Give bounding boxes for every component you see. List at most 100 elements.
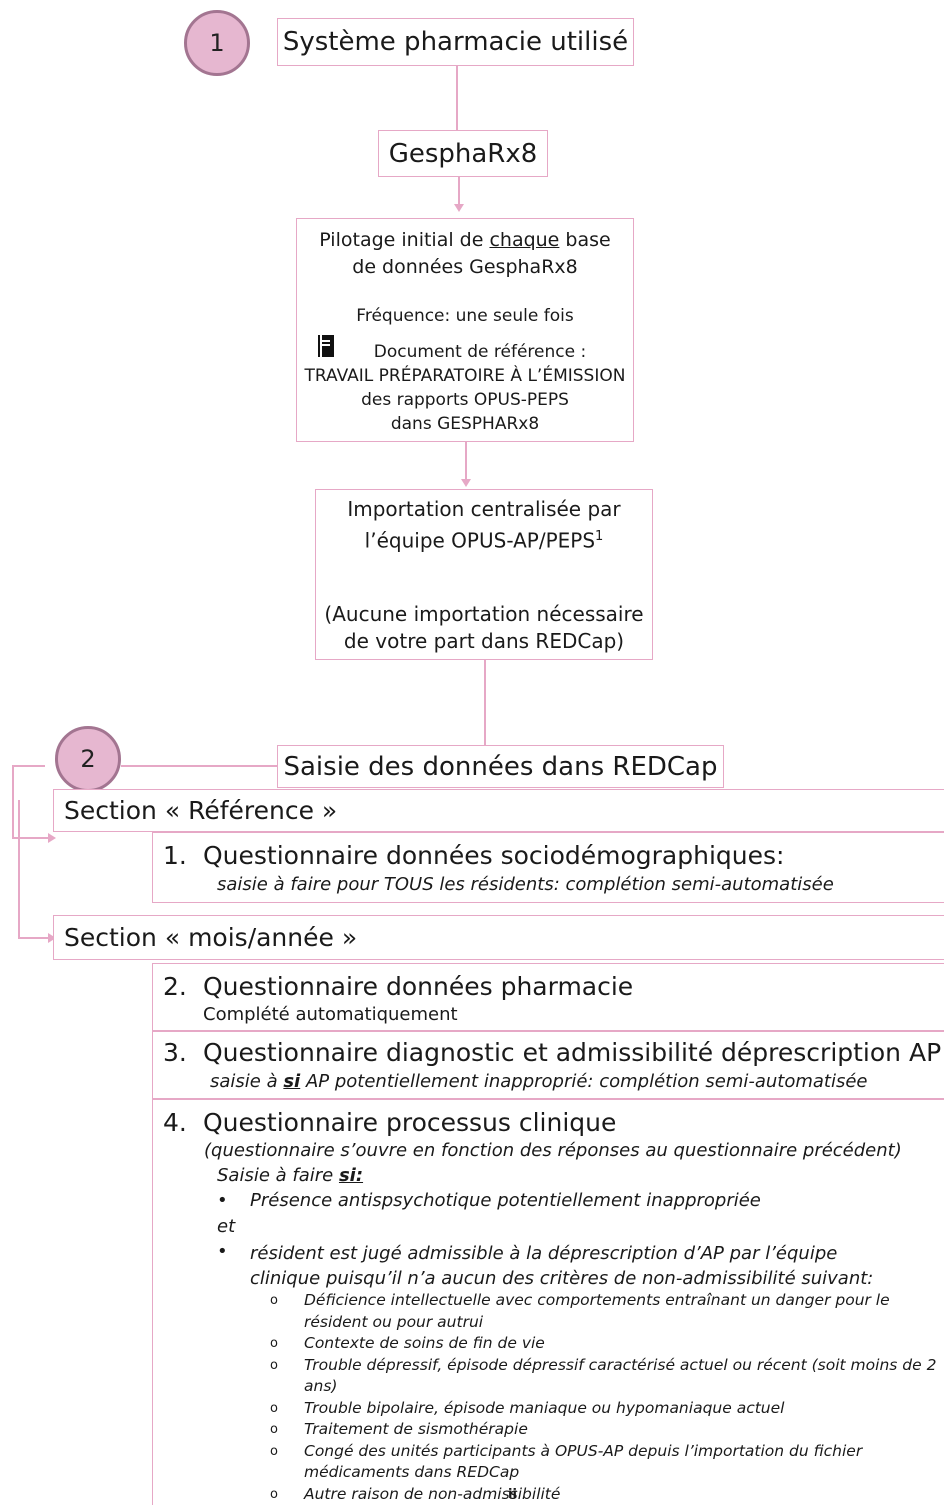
criteria-item: o Déficience intellectuelle avec comporte… bbox=[270, 1290, 944, 1333]
pilot-frequency: Fréquence: une seule fois bbox=[356, 306, 574, 326]
pharmacy-system-title: Système pharmacie utilisé bbox=[282, 27, 629, 57]
questionnaire-4-box: 4. Questionnaire processus clinique (ques… bbox=[152, 1099, 944, 1505]
connector-line bbox=[121, 765, 277, 767]
footnote-marker: ii bbox=[508, 1487, 517, 1502]
sub-bullet-mark: o bbox=[270, 1293, 278, 1308]
pilot-heading-part: base bbox=[559, 229, 611, 251]
questionnaire-1-box: 1. Questionnaire données sociodémographiq… bbox=[152, 832, 944, 903]
arrow-head bbox=[454, 204, 464, 212]
questionnaire-2-number: 2. bbox=[163, 972, 187, 1001]
arrow-head bbox=[461, 479, 471, 487]
questionnaire-2-sub: Complété automatiquement bbox=[203, 1004, 458, 1025]
sub-bullet-mark: o bbox=[270, 1357, 278, 1373]
redcap-entry-title: Saisie des données dans REDCap bbox=[283, 751, 718, 782]
pilot-doc-label: Document de référence : bbox=[373, 342, 587, 362]
questionnaire-1-number: 1. bbox=[163, 841, 187, 870]
questionnaire-4-bullet-1: Présence antispsychotique potentiellemen… bbox=[250, 1190, 761, 1211]
pilot-heading: Pilotage initial de chaque base de donné… bbox=[297, 227, 633, 281]
connector-line bbox=[18, 937, 49, 939]
arrow-head bbox=[48, 933, 56, 943]
questionnaire-4-saisie-si: si: bbox=[338, 1165, 364, 1186]
sub-bullet-mark: o bbox=[270, 1486, 278, 1502]
pilot-doc-line2: des rapports OPUS-PEPS bbox=[361, 390, 569, 410]
import-line1: Importation centralisée par bbox=[347, 497, 621, 521]
questionnaire-3-number: 3. bbox=[163, 1038, 187, 1067]
pilot-heading-line2: de données GesphaRx8 bbox=[352, 256, 578, 278]
document-icon bbox=[318, 335, 334, 357]
step-2-number: 2 bbox=[80, 745, 96, 773]
section-reference-label: Section « Référence » bbox=[64, 796, 338, 825]
questionnaire-4-saisie: Saisie à faire si: bbox=[217, 1165, 363, 1186]
connector-line bbox=[12, 765, 14, 837]
questionnaire-4-note: (questionnaire s’ouvre en fonction des r… bbox=[204, 1140, 902, 1161]
pilot-doc-line1: TRAVAIL PRÉPARATOIRE À L’ÉMISSION bbox=[304, 366, 626, 386]
criteria-item: o Trouble bipolaire, épisode maniaque ou … bbox=[270, 1398, 944, 1420]
criteria-item: o Contexte de soins de fin de vie bbox=[270, 1333, 944, 1355]
bullet-2-line: clinique puisqu’il n’a aucun des critère… bbox=[250, 1268, 874, 1289]
gespharx8-box: GesphaRx8 bbox=[378, 130, 548, 177]
section-month-label: Section « mois/année » bbox=[64, 923, 358, 952]
connector-line bbox=[465, 442, 467, 480]
pilot-heading-part: Pilotage initial de bbox=[319, 229, 490, 251]
questionnaire-3-title: Questionnaire diagnostic et admissibilit… bbox=[203, 1038, 942, 1067]
questionnaire-3-sub-part: AP potentiellement inapproprié: compléti… bbox=[300, 1071, 868, 1092]
questionnaire-2-box: 2. Questionnaire données pharmacie Complé… bbox=[152, 963, 944, 1031]
bullet-mark: • bbox=[217, 1190, 228, 1211]
pilot-doc-line3: dans GESPHARx8 bbox=[390, 414, 540, 434]
questionnaire-4-number: 4. bbox=[163, 1108, 187, 1137]
arrow-head bbox=[48, 833, 56, 843]
import-line2: l’équipe OPUS-AP/PEPS bbox=[364, 528, 596, 553]
pilot-box: Pilotage initial de chaque base de donné… bbox=[296, 218, 634, 442]
redcap-entry-box: Saisie des données dans REDCap bbox=[277, 745, 724, 788]
criteria-text: Congé des unités participants à OPUS-AP … bbox=[304, 1441, 863, 1482]
connector-line bbox=[456, 66, 458, 130]
import-line2-wrap: l’équipe OPUS-AP/PEPS1 bbox=[316, 523, 652, 555]
questionnaire-3-title-row: 3. Questionnaire diagnostic et admissibil… bbox=[163, 1038, 941, 1068]
questionnaire-3-sub: saisie à si AP potentiellement inappropr… bbox=[210, 1071, 868, 1092]
criteria-item: o Trouble dépressif, épisode dépressif ca… bbox=[270, 1355, 944, 1398]
connector-line bbox=[458, 177, 460, 205]
sub-bullet-mark: o bbox=[270, 1336, 278, 1351]
criteria-item: o Traitement de sismothérapie bbox=[270, 1419, 944, 1441]
questionnaire-4-title-row: 4. Questionnaire processus clinique bbox=[163, 1108, 616, 1138]
criteria-text: Traitement de sismothérapie bbox=[304, 1420, 528, 1438]
questionnaire-1-title-row: 1. Questionnaire données sociodémographiq… bbox=[163, 841, 784, 871]
questionnaire-1-title: Questionnaire données sociodémographique… bbox=[203, 841, 785, 870]
footnote-sup: 1 bbox=[595, 529, 604, 544]
connector-line bbox=[484, 660, 486, 745]
pilot-heading-underlined: chaque bbox=[489, 229, 560, 251]
sub-bullet-mark: o bbox=[270, 1422, 278, 1437]
criteria-text: Contexte de soins de fin de vie bbox=[304, 1334, 545, 1352]
import-line4: de votre part dans REDCap) bbox=[343, 629, 625, 653]
bullet-2-line: résident est jugé admissible à la dépres… bbox=[250, 1243, 838, 1264]
criteria-text: Autre raison de non-admissibilité bbox=[304, 1484, 561, 1503]
bullet-mark: • bbox=[217, 1241, 228, 1262]
step-1-badge: 1 bbox=[184, 10, 250, 76]
questionnaire-4-title: Questionnaire processus clinique bbox=[203, 1108, 617, 1137]
import-line3: (Aucune importation nécessaire bbox=[324, 602, 644, 626]
questionnaire-2-title: Questionnaire données pharmacie bbox=[203, 972, 634, 1001]
criteria-text: Trouble dépressif, épisode dépressif car… bbox=[304, 1355, 937, 1396]
section-month: Section « mois/année » bbox=[53, 915, 944, 960]
step-2-badge: 2 bbox=[55, 726, 121, 792]
sub-bullet-mark: o bbox=[270, 1443, 278, 1459]
questionnaire-1-sub: saisie à faire pour TOUS les résidents: … bbox=[217, 874, 834, 895]
connector-line bbox=[18, 800, 20, 938]
sub-bullet-mark: o bbox=[270, 1400, 278, 1416]
questionnaire-4-saisie-part: Saisie à faire bbox=[217, 1165, 339, 1186]
questionnaire-4-bullet-2: résident est jugé admissible à la dépres… bbox=[250, 1241, 873, 1291]
criteria-item: o Autre raison de non-admissibilité bbox=[270, 1484, 944, 1505]
section-reference: Section « Référence » bbox=[53, 789, 944, 832]
questionnaire-3-sub-part: saisie à bbox=[210, 1071, 284, 1092]
connector-line bbox=[12, 765, 45, 767]
questionnaire-2-title-row: 2. Questionnaire données pharmacie bbox=[163, 972, 633, 1002]
questionnaire-4-et: et bbox=[217, 1216, 236, 1237]
questionnaire-3-box: 3. Questionnaire diagnostic et admissibil… bbox=[152, 1031, 944, 1099]
gespharx8-title: GesphaRx8 bbox=[388, 138, 538, 169]
criteria-item: o Congé des unités participants à OPUS-AP… bbox=[270, 1441, 944, 1484]
criteria-text: Déficience intellectuelle avec comportem… bbox=[304, 1291, 890, 1331]
criteria-list: o Déficience intellectuelle avec comporte… bbox=[270, 1290, 944, 1505]
questionnaire-3-sub-si: si bbox=[283, 1071, 301, 1092]
pharmacy-system-box: Système pharmacie utilisé bbox=[277, 18, 634, 66]
criteria-text: Trouble bipolaire, épisode maniaque ou h… bbox=[304, 1398, 785, 1417]
